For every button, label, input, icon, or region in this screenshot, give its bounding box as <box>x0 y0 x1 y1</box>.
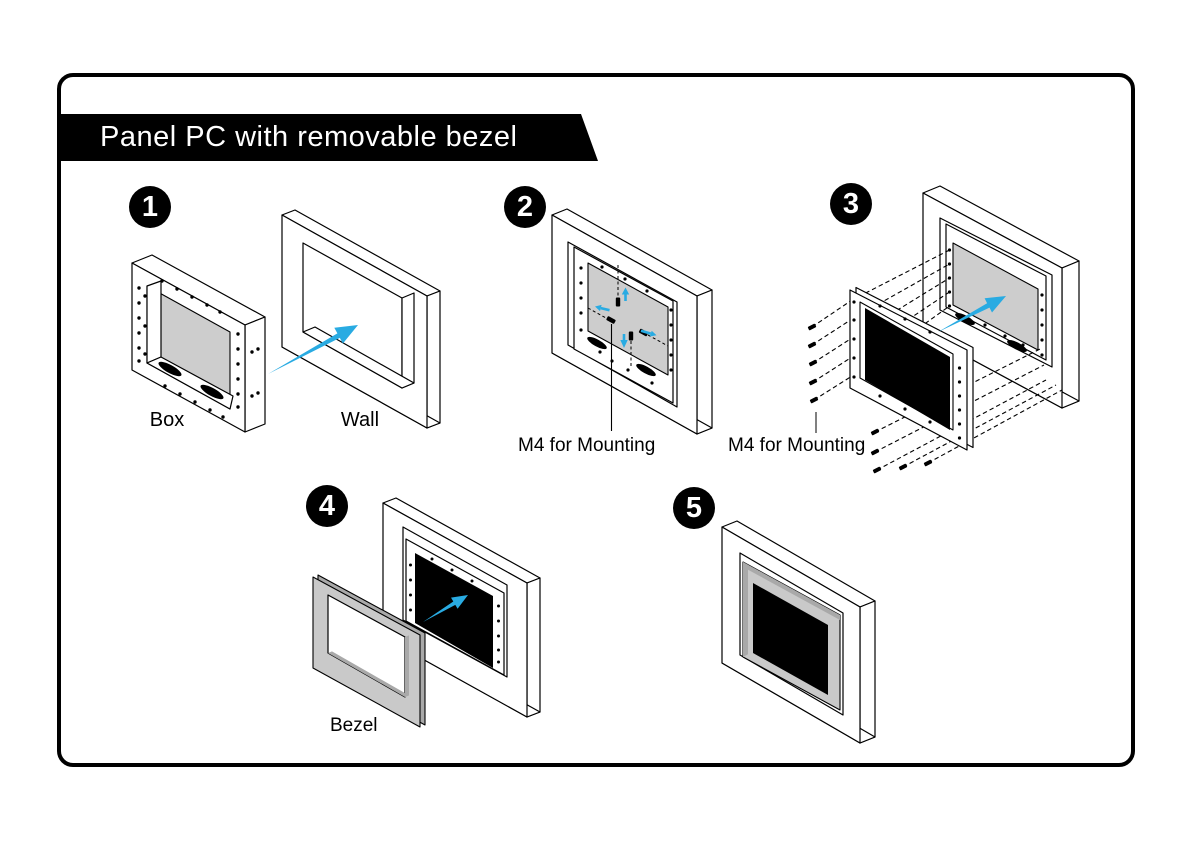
bezel-left-edge <box>743 562 748 657</box>
step-5-badge: 5 <box>673 487 715 529</box>
mounting-box <box>131 254 266 433</box>
title-banner: Panel PC with removable bezel <box>57 114 598 161</box>
m4-screw <box>615 297 621 307</box>
vent-slot <box>1007 339 1027 353</box>
m4-screw <box>809 396 819 404</box>
m4-screw <box>923 459 933 467</box>
step1-drawing <box>131 209 441 433</box>
box-label: Box <box>149 409 185 431</box>
page-border <box>57 73 1135 767</box>
vent-slot <box>587 336 607 350</box>
bezel-hole-bottom-inner <box>328 651 409 697</box>
wall-label: Wall <box>340 409 380 431</box>
screw-holes <box>409 557 500 664</box>
screw-holes <box>852 300 962 440</box>
adjust-arrow-down-icon <box>620 334 628 348</box>
wall-hole-right-inner <box>401 292 415 389</box>
wall-with-box <box>551 208 713 435</box>
adjust-arrow-right-icon <box>640 329 657 337</box>
m4-screw <box>872 466 882 474</box>
m4-screw <box>807 341 817 349</box>
wall-right-face <box>426 290 441 429</box>
wall-right-face <box>1061 260 1080 409</box>
step2-drawing <box>551 208 713 435</box>
m4-screws <box>807 323 933 474</box>
pc-screen-frame <box>859 301 954 431</box>
insert-arrow-icon <box>268 325 358 374</box>
wall-right-face <box>859 600 876 744</box>
vent-slot <box>158 361 182 377</box>
step-4-badge: 4 <box>306 485 348 527</box>
m4-screw <box>808 378 818 386</box>
vent-slot <box>636 363 656 377</box>
pc-screen <box>865 308 950 430</box>
pc-screen <box>415 553 493 668</box>
page-title: Panel PC with removable bezel <box>100 121 518 153</box>
wall-cutout <box>281 209 441 429</box>
screw-holes <box>947 248 1044 357</box>
m4-screw <box>606 316 616 324</box>
step3-drawing <box>807 185 1080 474</box>
vent-slot <box>200 384 224 400</box>
box-left-inner-face <box>146 280 162 364</box>
step-3-badge: 3 <box>830 183 872 225</box>
step-2-badge: 2 <box>504 186 546 228</box>
bezel <box>312 574 426 728</box>
m4-screw <box>898 463 908 471</box>
wall-right-face <box>696 289 713 435</box>
adjust-arrow-left-icon <box>595 304 610 312</box>
bezel-label: Bezel <box>330 715 378 736</box>
m4-screw <box>807 323 817 331</box>
m4-screw <box>870 448 880 456</box>
screw-holes <box>137 279 260 419</box>
bezel-hole-right-inner <box>405 635 409 697</box>
adjust-arrow-up-icon <box>621 287 630 301</box>
insert-arrow-icon <box>938 296 1006 332</box>
panel-pc <box>849 286 974 451</box>
step-1-badge: 1 <box>129 186 171 228</box>
insert-arrow-icon <box>423 595 468 622</box>
step5-drawing <box>721 520 876 744</box>
box-right-face <box>244 316 266 433</box>
m4-screw <box>628 331 634 341</box>
pc-screen <box>753 583 828 695</box>
step4-drawing <box>312 497 541 728</box>
screw-holes <box>579 265 673 385</box>
m4-mounting-label-step3: M4 for Mounting <box>728 435 866 456</box>
wall-right-face <box>526 577 541 718</box>
m4-screw <box>808 359 818 367</box>
m4-mounting-label-step2: M4 for Mounting <box>518 435 656 456</box>
m4-screw <box>870 428 880 436</box>
m4-adjust-screws <box>587 265 669 368</box>
bezel-top-edge <box>743 562 840 620</box>
